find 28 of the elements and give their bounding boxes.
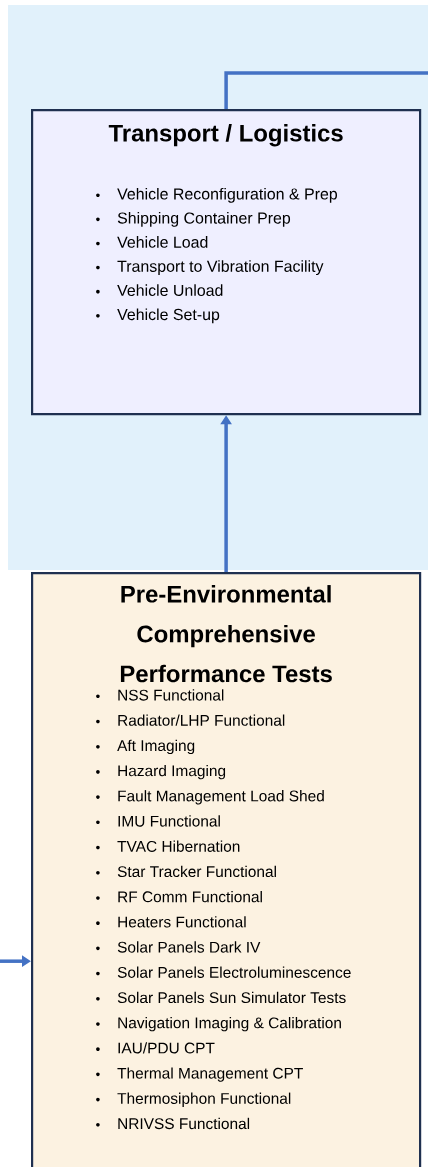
list-item: RF Comm Functional bbox=[96, 890, 262, 903]
list-item: Transport to Vibration Facility bbox=[96, 260, 324, 276]
list-item: Hazard Imaging bbox=[96, 764, 226, 780]
list-item: Thermal Management CPT bbox=[96, 1067, 303, 1082]
list-item: NSS Functional bbox=[96, 689, 224, 701]
process-box bbox=[31, 572, 422, 1167]
list-item: IMU Functional bbox=[96, 815, 220, 827]
list-item: TVAC Hibernation bbox=[96, 840, 240, 852]
box-title: Transport / Logistics bbox=[108, 124, 343, 147]
list-item: Fault Management Load Shed bbox=[96, 790, 324, 805]
list-item: Star Tracker Functional bbox=[96, 865, 276, 878]
list-item: Heaters Functional bbox=[96, 916, 246, 928]
list-item: Solar Panels Electroluminescence bbox=[96, 966, 351, 978]
list-item: IAU/PDU CPT bbox=[96, 1042, 215, 1054]
list-item: Aft Imaging bbox=[96, 739, 195, 755]
list-item: Navigation Imaging & Calibration bbox=[96, 1016, 341, 1032]
list-item: Shipping Container Prep bbox=[96, 212, 291, 227]
list-item: Thermosiphon Functional bbox=[96, 1092, 291, 1107]
list-item: Vehicle Unload bbox=[96, 284, 223, 297]
list-item: Vehicle Reconfiguration & Prep bbox=[96, 187, 337, 203]
list-item: Vehicle Load bbox=[96, 236, 208, 248]
list-item: Radiator/LHP Functional bbox=[96, 714, 285, 726]
list-item: Solar Panels Sun Simulator Tests bbox=[96, 991, 346, 1004]
box-title: Pre-Environmental Comprehensive Performance Tests bbox=[120, 585, 332, 683]
list-item: Solar Panels Dark IV bbox=[96, 941, 261, 953]
list-item: Vehicle Set-up bbox=[96, 308, 220, 324]
process-box bbox=[31, 109, 422, 416]
list-item: NRIVSS Functional bbox=[96, 1117, 250, 1130]
